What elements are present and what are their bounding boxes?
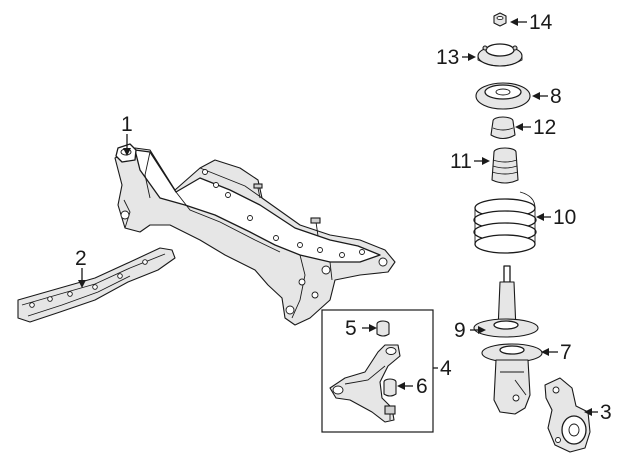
dust-boot-part[interactable]	[491, 147, 519, 184]
bushing-6-part[interactable]	[383, 378, 397, 397]
spring-seat-part[interactable]	[481, 343, 543, 415]
strut-mount-part[interactable]	[477, 43, 523, 67]
callout-6: 6	[416, 375, 428, 398]
callout-12: 12	[533, 116, 556, 139]
callout-9: 9	[454, 319, 466, 342]
coil-spring-part[interactable]	[473, 191, 537, 254]
callout-14: 14	[529, 11, 553, 34]
callout-2: 2	[75, 247, 87, 270]
callout-1: 1	[121, 113, 133, 136]
callout-8: 8	[550, 85, 562, 108]
steering-knuckle-part[interactable]	[544, 377, 591, 453]
callout-5: 5	[345, 317, 357, 340]
nut-part[interactable]	[493, 12, 507, 27]
callout-3: 3	[600, 401, 612, 424]
bump-stop-part[interactable]	[490, 116, 516, 140]
callout-11: 11	[450, 150, 472, 173]
lower-control-arm-part[interactable]	[329, 344, 401, 423]
bearing-plate-part[interactable]	[475, 82, 531, 110]
callout-7: 7	[560, 341, 572, 364]
support-rail-part[interactable]	[17, 247, 176, 323]
bushing-5-part[interactable]	[376, 320, 390, 337]
crossmember-part[interactable]	[114, 143, 396, 326]
strut-part[interactable]	[473, 265, 539, 338]
callout-4: 4	[440, 357, 452, 380]
control-arm-inset-box	[321, 309, 434, 433]
callout-10: 10	[553, 206, 576, 229]
callout-13: 13	[436, 46, 459, 69]
